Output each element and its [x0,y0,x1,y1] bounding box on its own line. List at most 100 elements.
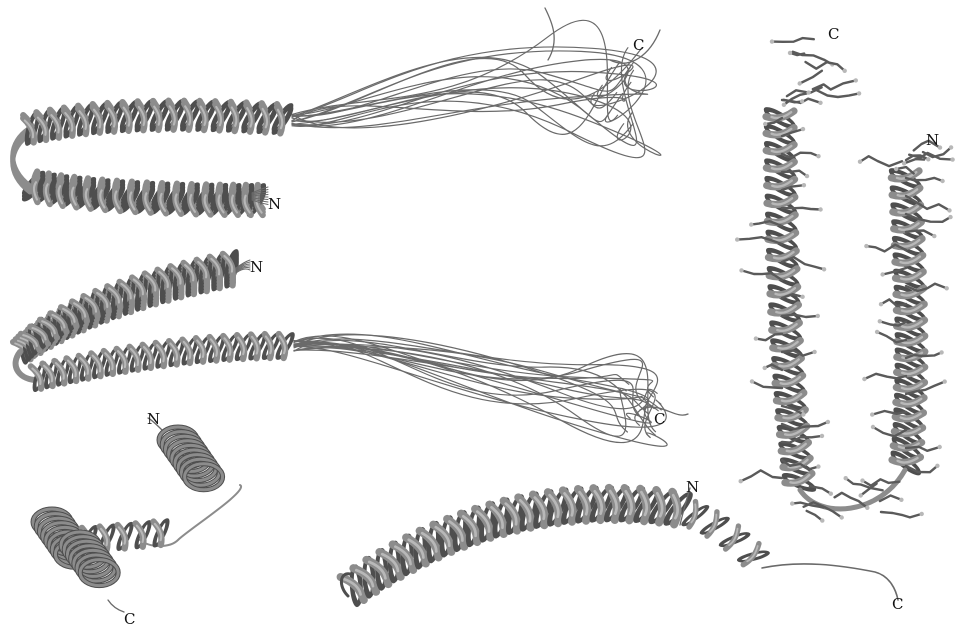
side-chain-right-arm-atom [935,464,939,468]
n-terminus-label-bottom-left: N [147,412,160,427]
side-chain-c-terminal-atom [788,51,792,55]
side-chain-loop-atom [865,506,869,510]
side-chain-loop-atom [860,478,864,482]
c-terminus-label-bottom-middle: C [892,597,903,612]
side-chain-right-arm-atom [864,244,868,248]
side-chain-right-arm-atom [939,350,943,354]
side-chain-c-terminal-atom [782,103,786,107]
side-chain-right-arm-atom [940,179,944,183]
side-chain-left-arm-atom [805,174,809,178]
side-chain-right-arm-atom [879,302,883,306]
c-terminal-coil [762,564,898,600]
helix-turn [132,522,155,548]
n-terminus-label-middle-left: N [250,260,263,275]
side-chain-c-terminal [806,62,845,71]
n-terminus-label-right: N [926,133,939,148]
side-chain-right-arm [906,178,943,181]
side-chain-left-arm-atom [801,412,805,416]
side-chain-right-arm-atom [870,412,874,416]
side-chain-right-arm-atom [862,377,866,381]
side-chain-loop-atom [859,493,863,497]
side-chain-n-terminal-atom [894,167,898,171]
side-chain-c-terminal-atom [854,78,858,82]
side-chain-left-arm-atom [754,336,758,340]
helix-turn [719,523,751,556]
side-chain-loop-atom [920,512,924,516]
side-chain-loop [881,512,922,517]
side-chain-left-arm-atom [800,295,804,299]
side-chain-left-arm-atom [763,122,767,126]
side-chain-right-arm-atom [945,286,949,290]
side-chain-right-arm-atom [926,157,930,161]
side-chain-right-arm-atom [938,445,942,449]
c-terminal-end [545,8,554,60]
side-chain-left-arm-atom [802,183,806,187]
side-chain-left-arm-atom [816,314,820,318]
helix-turn [114,524,137,550]
side-chain-c-terminal-atom [843,69,847,73]
side-chain-c-terminal [815,90,859,97]
side-chain-n-terminal-atom [950,157,954,161]
side-chain-c-terminal-atom [798,81,802,85]
side-chain-right-arm-atom [932,234,936,238]
helix-right-arm [891,166,925,476]
side-chain-left-arm-atom [739,268,743,272]
helix-long-tail [681,500,770,573]
side-chain-left-arm-atom [750,379,754,383]
side-chain-left-arm-atom [822,267,826,271]
side-chain-loop-atom [840,515,844,519]
side-chain-n-terminal [860,156,902,166]
panel-middle-left-ensemble [10,250,688,446]
helix-turn [150,520,173,546]
side-chain-left-arm-atom [818,207,822,211]
helix-front-ribbon [740,544,762,566]
panel-right-sidechain-hairpin [735,38,955,523]
helix-front-ribbon [722,526,742,550]
helix-turn [699,509,730,542]
side-chain-c-terminal-atom [800,99,804,103]
n-terminus-label-bottom-middle: N [686,480,699,495]
side-chain-loop-atom [820,518,824,522]
side-chain-left-arm-atom [816,464,820,468]
helix-lower [27,334,295,391]
side-chain-right-arm-atom [875,330,879,334]
c-terminus-label-bottom-left: C [124,612,135,627]
side-chain-left-arm-atom [801,127,805,131]
panel-bottom-left-helices [33,418,241,612]
c-terminal-tail [292,63,633,116]
c-terminus-label-top-left: C [633,38,644,53]
helix-long-body [336,488,694,607]
side-chain-right-arm-atom [871,425,875,429]
side-chain-left-arm [741,470,782,481]
side-chain-loop-atom [899,498,903,502]
side-chain-left-arm-atom [749,222,753,226]
c-terminal-end [108,600,124,612]
side-chain-c-terminal-atom [806,90,810,94]
side-chain-right-arm-atom [948,215,952,219]
side-chain-left-arm-atom [763,366,767,370]
panel-top-left-ensemble [13,8,661,215]
side-chain-right-arm-atom [943,379,947,383]
side-chain-loop [807,511,823,521]
side-chain-n-terminal-atom [858,160,862,164]
side-chain-left-arm-atom [816,154,820,158]
helix-turn [275,334,296,358]
side-chain-loop-atom [829,492,833,496]
side-chain-left-arm-atom [739,479,743,483]
n-terminus-label-top-left: N [268,197,281,212]
side-chain-right-arm [880,321,906,325]
helix-lower-copy [21,175,266,215]
c-terminus-label-right: C [828,27,839,42]
side-chain-left-arm-atom [812,350,816,354]
side-chain-right-arm-atom [947,208,951,212]
side-chain-loop-atom [790,501,794,505]
side-chain-right-arm-atom [880,272,884,276]
side-chain-left-arm [782,208,821,210]
side-chain-c-terminal-atom [770,39,774,43]
side-chain-n-terminal-atom [902,161,906,165]
helix-end-on-top [159,427,223,490]
side-chain-c-terminal [800,71,822,84]
c-terminus-label-middle-left: C [654,412,665,427]
side-chain-c-terminal [772,38,814,42]
